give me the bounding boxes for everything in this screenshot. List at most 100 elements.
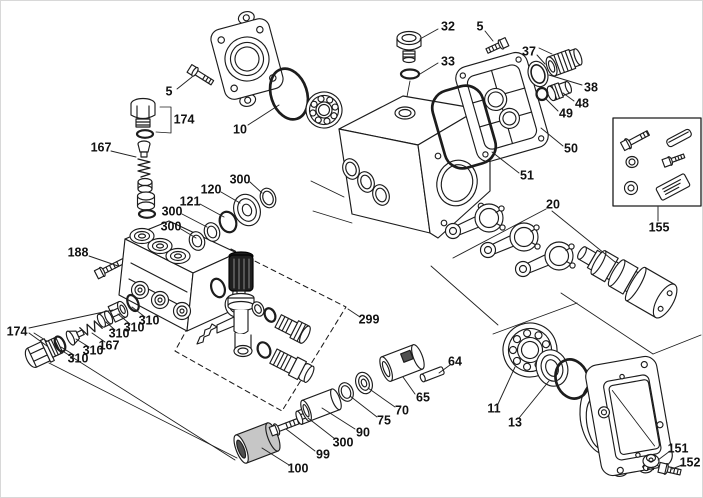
leader-lines <box>28 28 683 470</box>
leader-line <box>249 181 263 194</box>
leader-line <box>548 74 583 86</box>
leader-line <box>518 380 550 419</box>
part-label-174: 174 <box>174 112 195 126</box>
part-label-167: 167 <box>91 140 112 154</box>
leader-line <box>349 395 378 418</box>
leader-line <box>199 203 225 218</box>
seal-300 <box>203 222 221 242</box>
valve-stack-top <box>130 97 172 219</box>
leader-line <box>402 376 416 395</box>
bolt-5-upper-left <box>186 64 215 86</box>
part-label-152: 152 <box>680 455 701 469</box>
leader-line <box>88 255 119 267</box>
leader-line <box>538 47 553 55</box>
part-label-65: 65 <box>416 390 430 404</box>
leader-line <box>551 210 616 263</box>
part-label-120: 120 <box>201 182 222 196</box>
leader-line <box>181 213 208 228</box>
leader-line <box>367 387 396 408</box>
valve-spring-167 <box>137 158 151 178</box>
bearing-cover-flange <box>210 11 284 107</box>
leader-line <box>671 464 683 470</box>
unloader-assembly-299 <box>196 251 315 383</box>
part-label-20: 20 <box>546 197 560 211</box>
part-label-155: 155 <box>649 220 670 234</box>
leader-line <box>91 332 106 343</box>
leader-line <box>491 151 520 174</box>
leader-line <box>562 92 575 102</box>
leader-line <box>28 309 114 329</box>
part-label-33: 33 <box>441 54 455 68</box>
o-ring-10 <box>268 67 310 121</box>
kit-key <box>666 128 692 148</box>
hose-barb <box>196 323 218 345</box>
part-label-310: 310 <box>83 343 104 357</box>
leader-line <box>131 306 146 318</box>
flange-nut-151 <box>641 453 660 471</box>
leader-line <box>60 346 75 356</box>
rear-bearing-cover <box>579 355 673 477</box>
leader-line <box>28 332 48 347</box>
part-label-32: 32 <box>441 19 455 33</box>
part-label-310: 310 <box>139 313 160 327</box>
part-label-121: 121 <box>180 194 201 208</box>
part-label-310: 310 <box>124 320 145 334</box>
part-label-5: 5 <box>166 84 173 98</box>
part-label-99: 99 <box>316 447 330 461</box>
part-label-11: 11 <box>487 401 500 415</box>
crankcase <box>338 95 491 239</box>
leader-line <box>307 417 336 440</box>
part-label-38: 38 <box>584 80 598 94</box>
kit-nut <box>625 155 639 169</box>
part-label-64: 64 <box>448 354 462 368</box>
washer-38 <box>527 60 549 88</box>
leader-line <box>176 76 193 90</box>
leader-line <box>484 30 494 42</box>
part-label-75: 75 <box>377 413 391 427</box>
plug-174 <box>24 336 64 369</box>
plunger-65 <box>379 344 425 382</box>
kit-bolt <box>619 130 650 152</box>
leader-line <box>110 150 137 158</box>
leader-line <box>657 450 671 461</box>
o-ring-174 <box>135 129 155 139</box>
leader-line <box>285 428 316 452</box>
piston-assembly-row <box>233 344 445 464</box>
connecting-rods-20 <box>444 203 576 278</box>
kit-screw <box>661 153 686 168</box>
manifold-head <box>118 220 244 332</box>
cover-gasket-51 <box>430 84 498 170</box>
part-label-151: 151 <box>668 441 689 455</box>
leader-line <box>261 447 290 466</box>
spring-167 <box>79 320 103 336</box>
o-ring-49 <box>535 86 549 102</box>
leader-line <box>180 228 197 239</box>
part-label-174: 174 <box>7 324 28 338</box>
leader-line <box>321 407 356 430</box>
part-label-50: 50 <box>564 141 578 155</box>
o-ring-33 <box>399 68 421 80</box>
leader-line <box>497 366 516 405</box>
part-label-300: 300 <box>333 435 354 449</box>
part-label-10: 10 <box>233 122 247 136</box>
part-label-300: 300 <box>162 204 183 218</box>
bracket-174 <box>155 106 172 134</box>
leader-line <box>536 54 546 65</box>
seal-70 <box>355 371 373 395</box>
leader-line <box>545 98 559 112</box>
leader-line <box>419 62 439 75</box>
plug-48 <box>546 80 573 102</box>
valve-cover-50 <box>455 51 549 163</box>
o-ring-121 <box>218 210 238 234</box>
outlet-plug <box>274 314 311 344</box>
leader-line <box>540 127 564 147</box>
dashed-box-299 <box>174 248 347 412</box>
part-label-300: 300 <box>161 219 182 233</box>
leader-line <box>220 191 241 204</box>
part-label-299: 299 <box>359 312 380 326</box>
part-label-310: 310 <box>68 351 89 365</box>
leader-line <box>419 28 439 40</box>
part-label-100: 100 <box>288 461 309 475</box>
